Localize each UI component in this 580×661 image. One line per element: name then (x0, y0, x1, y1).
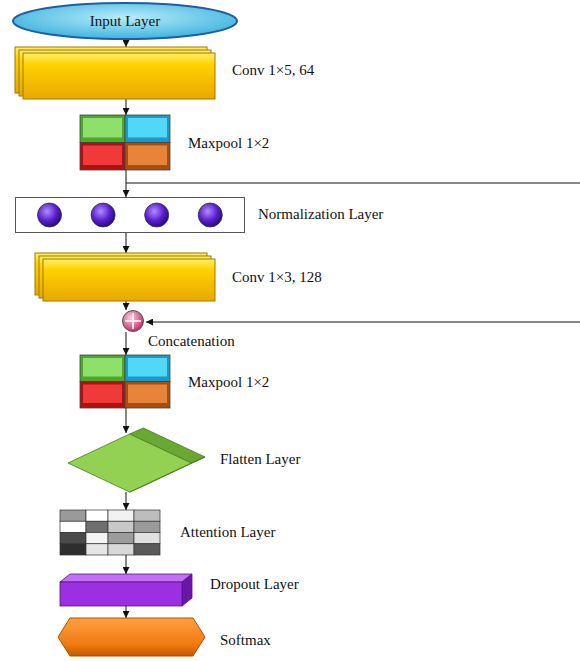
flow-arrow (126, 332, 127, 355)
skip-line-in (146, 322, 580, 323)
input-ellipse: Input Layer (12, 2, 238, 40)
conv-block-outline (35, 253, 215, 301)
softmax-hexagon-outline (58, 618, 205, 656)
flow-arrow (126, 555, 127, 574)
conv-block: Conv 1×3, 128 (35, 253, 215, 301)
conv-block-shape (35, 253, 215, 301)
layer-label: Concatenation (148, 333, 235, 350)
layer-label: Conv 1×5, 64 (232, 62, 314, 79)
maxpool-block: Maxpool 1×2 (80, 115, 170, 170)
maxpool-block: Maxpool 1×2 (80, 355, 170, 408)
layer-label: Maxpool 1×2 (188, 135, 269, 152)
softmax-hexagon-shape (58, 618, 205, 656)
conv-block-shape (15, 47, 215, 99)
flatten-diamond-shape (68, 428, 205, 492)
layer-label: Dropout Layer (210, 576, 299, 593)
flow-arrow (126, 99, 127, 115)
dropout-prism-outline (60, 574, 192, 606)
softmax-hexagon: Softmax (58, 618, 205, 656)
flow-arrow (126, 408, 127, 433)
normalization-box-outline (15, 197, 245, 233)
maxpool-block-outline (80, 115, 170, 170)
layer-label: Flatten Layer (220, 451, 300, 468)
dropout-prism: Dropout Layer (60, 574, 192, 606)
conv-block: Conv 1×5, 64 (15, 47, 215, 99)
flow-arrow (126, 301, 127, 310)
concatenation-node-outline (122, 310, 144, 332)
maxpool-block-shape (80, 355, 170, 408)
layer-label: Softmax (220, 632, 271, 649)
layer-label: Attention Layer (180, 524, 275, 541)
flow-arrow (126, 606, 127, 618)
flow-arrow (126, 40, 127, 47)
flatten-diamond: Flatten Layer (68, 428, 205, 492)
layer-label: Normalization Layer (258, 206, 383, 223)
skip-line-out (126, 183, 580, 184)
node-label: Input Layer (90, 13, 160, 30)
normalization-box-shape (15, 197, 245, 233)
maxpool-block-shape (80, 115, 170, 170)
flow-arrow (126, 170, 127, 197)
layer-label: Maxpool 1×2 (188, 374, 269, 391)
maxpool-block-outline (80, 355, 170, 408)
flow-arrow (126, 492, 127, 510)
concatenation-node-shape (122, 310, 144, 332)
flatten-diamond-outline (68, 428, 205, 492)
conv-block-outline (15, 47, 215, 99)
attention-grid: Attention Layer (60, 510, 160, 555)
layer-label: Conv 1×3, 128 (232, 269, 322, 286)
normalization-box: Normalization Layer (15, 197, 245, 233)
concatenation-node: Concatenation (122, 310, 144, 332)
dropout-prism-shape (60, 574, 192, 606)
attention-grid-shape (60, 510, 160, 555)
attention-grid-outline (60, 510, 160, 555)
flow-arrow (126, 233, 127, 253)
